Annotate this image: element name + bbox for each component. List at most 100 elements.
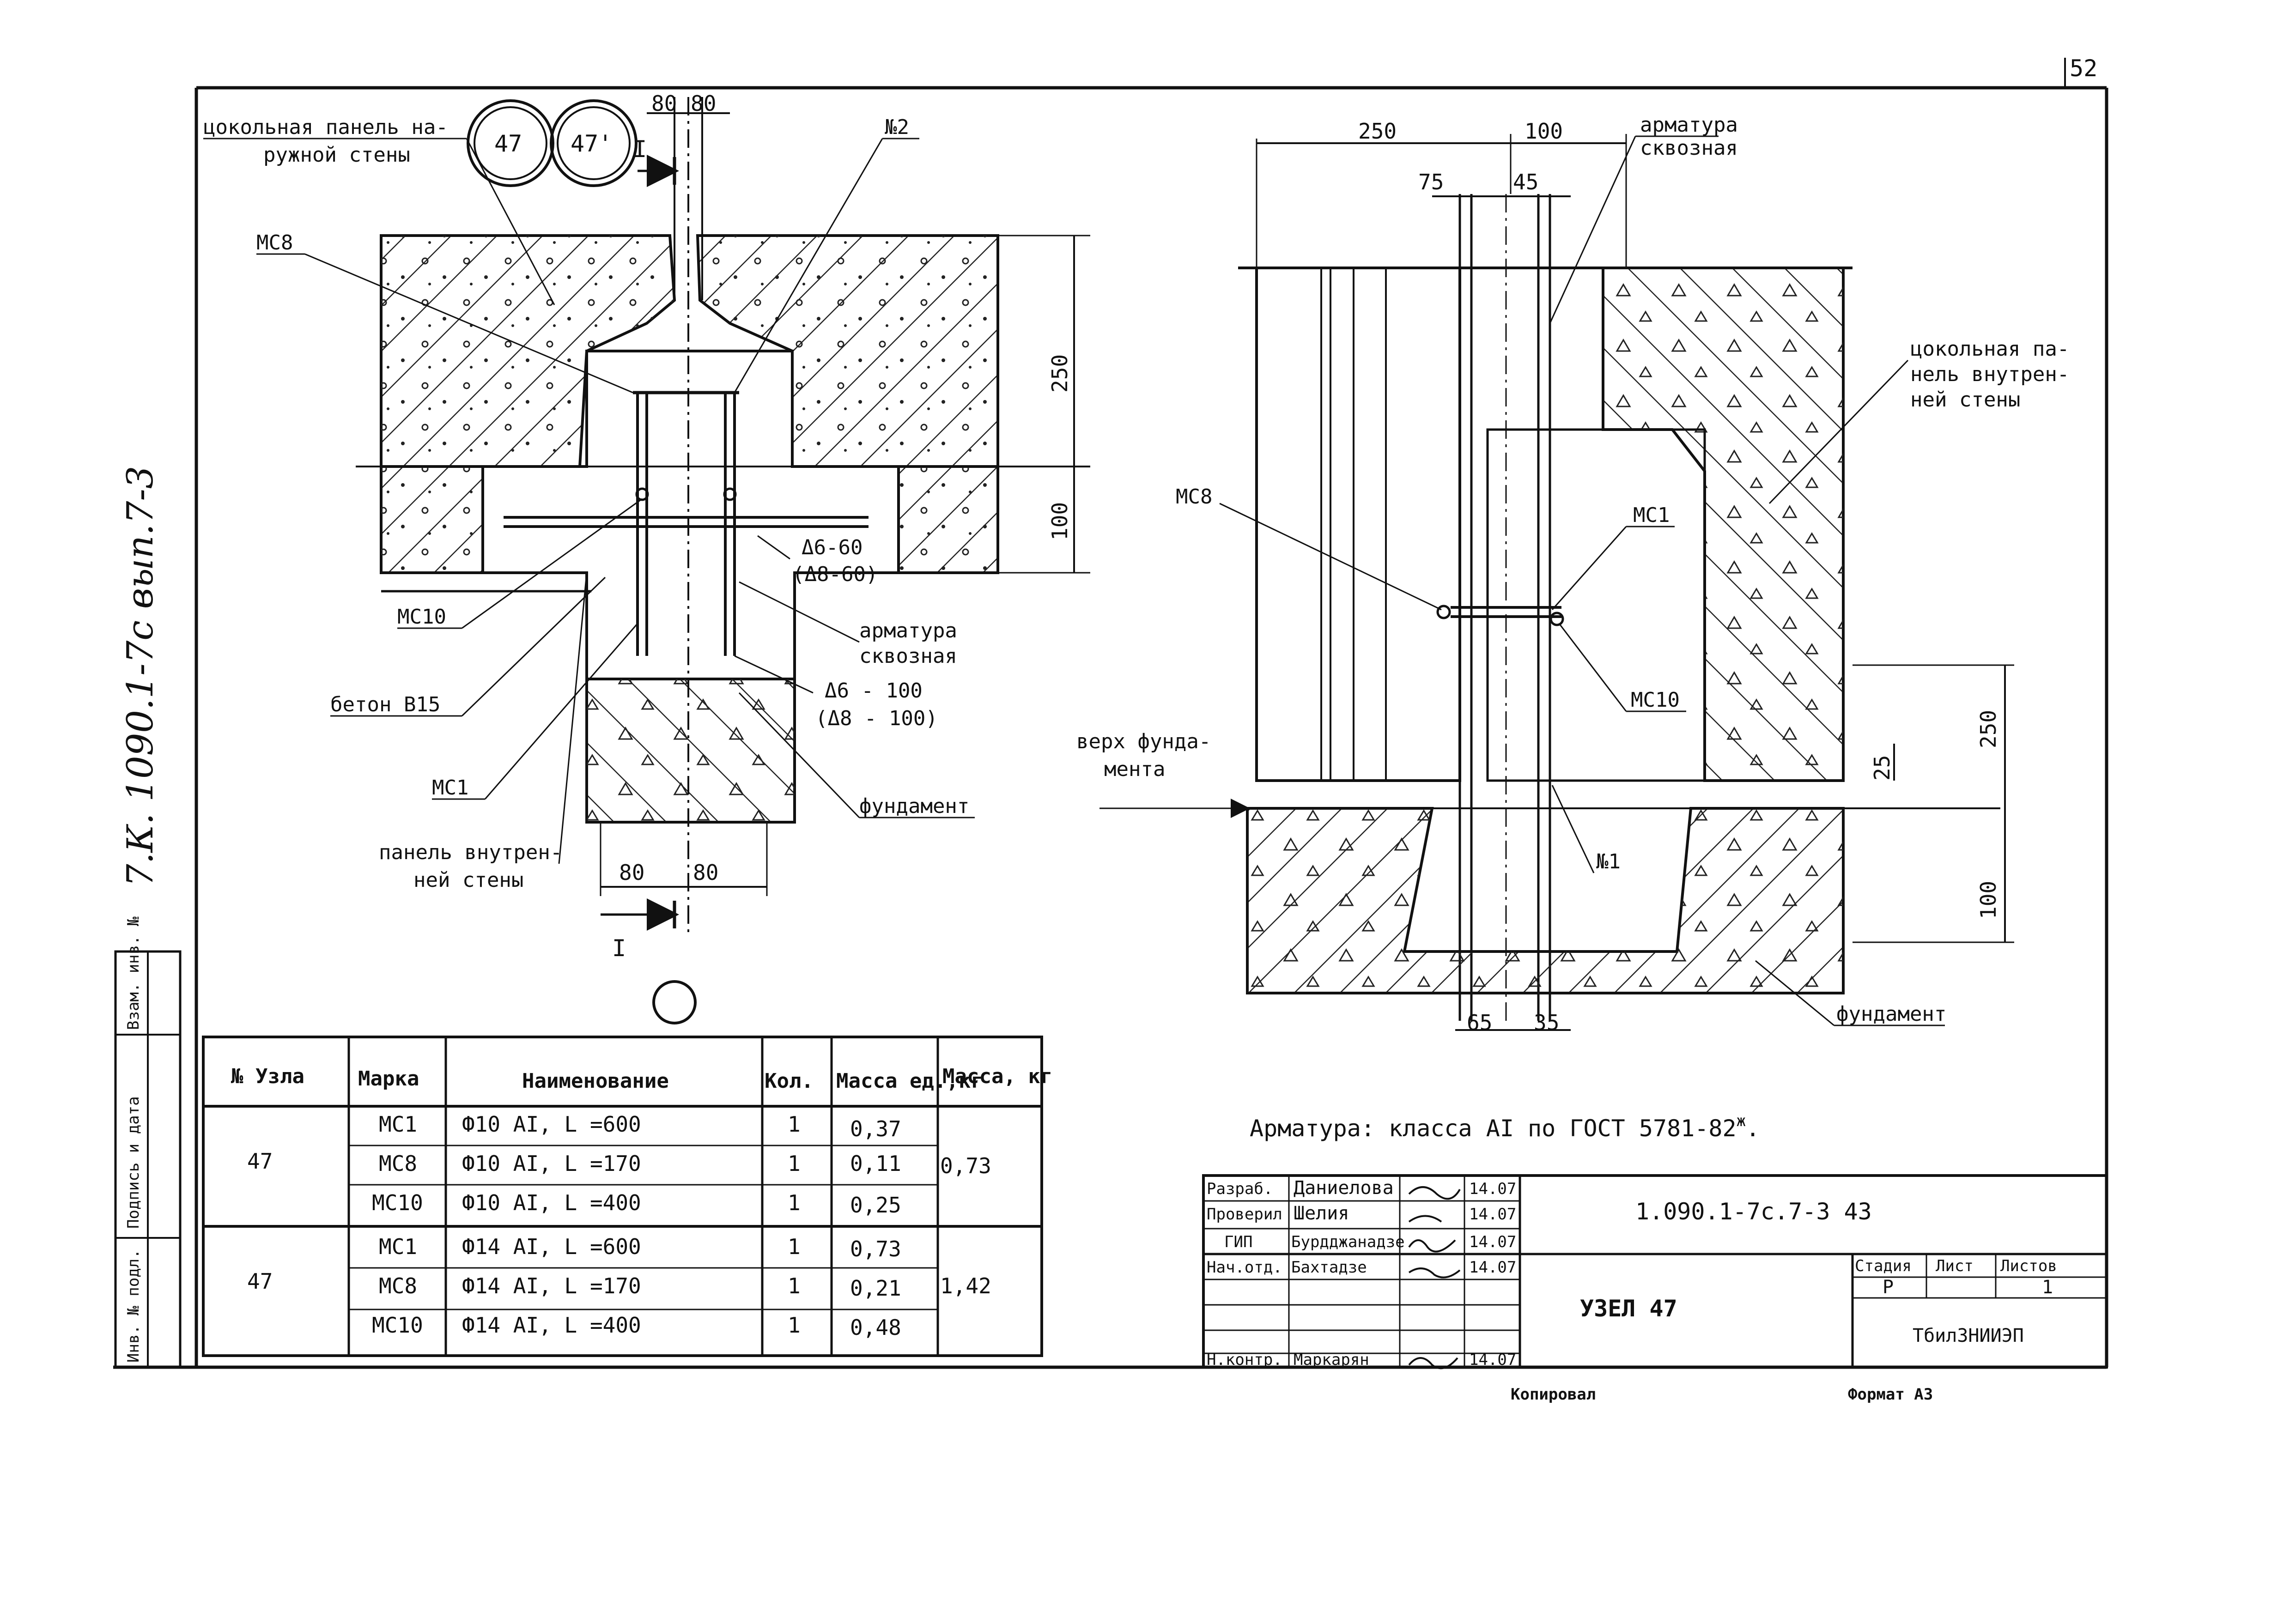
dim-75: 75	[1418, 170, 1444, 194]
label-weld-2a: Δ6 - 100	[825, 679, 923, 703]
label-weld-2b: (Δ8 - 100)	[815, 707, 938, 730]
drawing-text: 0,73	[850, 1236, 901, 1261]
drawing-text: 0,37	[850, 1116, 901, 1141]
dim-bottom-a: 80	[619, 860, 644, 885]
label-foundation: фундамент	[859, 794, 969, 818]
label-through-rebar-1: арматура	[859, 619, 957, 642]
th-mark: Марка	[358, 1067, 419, 1091]
node-circle-47prime-label: 47'	[571, 130, 612, 157]
spec-table: № Узла Марка Наименование Кол. Масса ед.…	[202, 1036, 1052, 1357]
label-mc8: МС8	[256, 231, 293, 255]
drawing-text: Бурдджанадзе	[1291, 1233, 1405, 1251]
label-plinth-outer-1: цокольная панель на-	[203, 115, 448, 139]
drawing-text: 14.07	[1469, 1205, 1516, 1224]
margin-stamp: Инв. № подл. Подпись и дата Взам. инв. №	[114, 916, 182, 1369]
drawing-text: Проверил	[1207, 1205, 1282, 1224]
group1-node: 47	[247, 1149, 273, 1174]
rebar-note: Арматура: класса АI по ГОСТ 5781-82ж.	[1250, 1112, 1760, 1142]
drawing-text: 0,48	[850, 1315, 901, 1340]
drawing-text: Разраб.	[1207, 1180, 1273, 1198]
group1-total: 0,73	[940, 1153, 991, 1178]
dim-right-lower: 100	[1047, 502, 1072, 540]
th-unit-mass: Масса ед.,кг	[836, 1069, 983, 1093]
th-qty: Кол.	[765, 1069, 814, 1093]
drawing-text: 1	[788, 1313, 801, 1338]
drawing-text: 0,21	[850, 1276, 901, 1301]
label-inner-panel-1: панель внутрен-	[379, 841, 562, 864]
label-plinth-inner-3: ней стены	[1910, 388, 2020, 412]
label-foundation-top-2: мента	[1104, 758, 1165, 781]
label-r-mc10: МС10	[1631, 688, 1680, 712]
drawing-text: МС8	[379, 1151, 417, 1176]
th-mass: Масса, кг	[942, 1065, 1052, 1088]
label-foundation-top-1: верх фунда-	[1076, 730, 1211, 753]
label-r-through-rebar-2: сквозная	[1640, 136, 1738, 160]
drawing-text: МС10	[372, 1313, 423, 1338]
drawing-text: Н.контр.	[1207, 1351, 1282, 1369]
drawing-text: 1	[788, 1273, 801, 1298]
label-r-foundation: фундамент	[1836, 1002, 1946, 1026]
drawing-text: 14.07	[1469, 1180, 1516, 1198]
drawing-text: 14.07	[1469, 1351, 1516, 1369]
drawing-text: МС10	[372, 1190, 423, 1215]
drawing-text: Р	[1883, 1277, 1894, 1298]
dim-right-100: 100	[1976, 881, 2001, 919]
title-block: Разраб. Проверил ГИП Нач.отд. Н.контр. Д…	[1202, 1174, 2108, 1370]
dim-top-100: 100	[1525, 119, 1563, 144]
drawing-text: 1	[788, 1112, 801, 1137]
drawing-text: 1	[788, 1190, 801, 1215]
dim-right-250: 250	[1976, 710, 2001, 748]
drawing-text: Нач.отд.	[1207, 1258, 1282, 1277]
label-mc1: МС1	[432, 776, 468, 800]
drawing-text: МС1	[379, 1234, 417, 1259]
dim-top-b: 80	[691, 91, 716, 116]
frame	[113, 58, 2108, 1369]
node-circle-47	[467, 99, 554, 187]
right-section-view: 250 100 75 45 250 100 25 65 35 арматура …	[1076, 113, 2069, 1035]
drawing-text: Даниелова	[1294, 1177, 1394, 1199]
label-through-rebar-2: сквозная	[859, 644, 957, 668]
node-circle-47prime	[550, 99, 638, 187]
drawing-text: МС8	[379, 1273, 417, 1298]
drawing-text: ГИП	[1224, 1233, 1252, 1251]
node-circle-47-label: 47	[494, 130, 522, 157]
drawing-text: Ф10 АI, L =400	[462, 1190, 641, 1215]
right-upper-panel-left	[1255, 267, 1461, 782]
label-r-mc1: МС1	[1633, 503, 1670, 527]
drawing-text: Ф14 АI, L =170	[462, 1273, 641, 1298]
drawing-text: Ф14 АI, L =400	[462, 1313, 641, 1338]
organization: ТбилЗНИИЭП	[1913, 1325, 2024, 1346]
label-weld-1b: (Δ8-60)	[792, 563, 878, 586]
drawing-text: I	[612, 935, 626, 962]
footer-format: Формат А3	[1848, 1385, 1933, 1404]
drawing-text: 1	[788, 1151, 801, 1176]
label-concrete: бетон В15	[330, 693, 440, 716]
margin-code: 7.К. 1090.1-7с вып.7-3	[120, 466, 161, 887]
drawing-text: Ф14 АI, L =600	[462, 1234, 641, 1259]
drawing-text: Шелия	[1294, 1203, 1349, 1224]
drawing-text: 14.07	[1469, 1258, 1516, 1277]
label-r-mc8: МС8	[1176, 485, 1212, 509]
dim-bottom-35: 35	[1534, 1010, 1559, 1035]
drawing-text: Лист	[1936, 1257, 1974, 1275]
drawing-text: Ф10 АI, L =170	[462, 1151, 641, 1176]
drawing-text: Стадия	[1855, 1257, 1912, 1275]
margin-stamp-2: Подпись и дата	[124, 1096, 143, 1229]
drawing-text: 1	[2042, 1277, 2053, 1298]
label-mc10: МС10	[397, 605, 446, 629]
left-section-view: I I 47 47' 80 80 80 80 250 100 цокольная…	[203, 91, 1090, 1024]
label-n2: №2	[885, 115, 909, 139]
dim-right-upper: 250	[1047, 354, 1072, 393]
margin-stamp-1: Инв. № подл.	[124, 1249, 143, 1363]
drawing-text: 1	[788, 1234, 801, 1259]
drawing-text: 0,25	[850, 1193, 901, 1218]
label-weld-1a: Δ6-60	[802, 536, 863, 559]
drawing-text: Маркарян	[1294, 1351, 1369, 1369]
drawing-title: УЗЕЛ 47	[1580, 1295, 1677, 1322]
page-number: 52	[2070, 55, 2097, 82]
drawing-text: 14.07	[1469, 1233, 1516, 1251]
drawing-text: 0,11	[850, 1151, 901, 1176]
group2-total: 1,42	[940, 1273, 991, 1298]
dim-bottom-b: 80	[693, 860, 718, 885]
